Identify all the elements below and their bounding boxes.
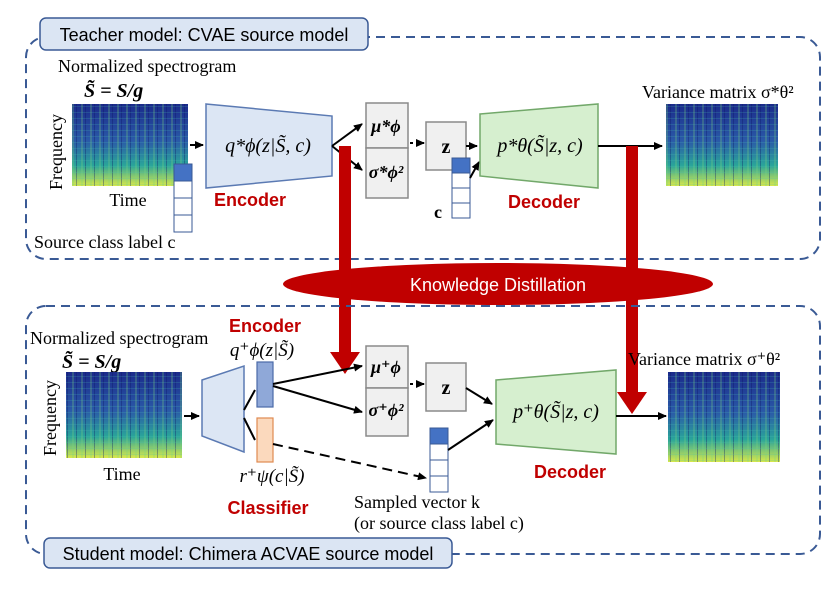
student-spectrogram — [66, 372, 182, 458]
student-encoder-formula: q⁺ϕ(z|S̃) — [230, 340, 294, 361]
distillation-shaft-left — [339, 146, 351, 354]
teacher-c: c — [434, 202, 442, 222]
student-encoder-branch-arrow — [243, 389, 256, 411]
student-classifier-output — [256, 417, 274, 463]
student-sampled-label: Sampled vector k — [354, 492, 480, 512]
teacher-output-label: Variance matrix σ*θ² — [642, 82, 794, 102]
distillation-arrowhead-right — [617, 392, 647, 414]
teacher-sigma-box — [365, 147, 409, 199]
teacher-onehot-vector — [173, 163, 193, 233]
teacher-class-label: Source class label c — [34, 232, 175, 252]
teacher-decoder-onehot — [451, 157, 471, 219]
student-classifier-label: Classifier — [227, 498, 308, 518]
student-sigma-arrow — [272, 385, 363, 414]
teacher-decoder-block — [479, 103, 599, 189]
student-encoder-latent — [256, 361, 274, 408]
student-axis-time: Time — [103, 464, 140, 484]
teacher-input-eq: S̃ = S/g — [84, 79, 143, 102]
distillation-ellipse — [283, 263, 713, 305]
student-output-label: Variance matrix σ⁺θ² — [628, 349, 780, 369]
student-axis-frequency: Frequency — [40, 380, 60, 456]
student-sigma: σ⁺ϕ² — [368, 400, 404, 420]
student-sigma-box — [365, 387, 409, 437]
student-encoder-label: Encoder — [229, 316, 301, 336]
student-classifier-formula: r⁺ψ(c|S̃) — [239, 466, 304, 487]
student-decoder-label: Decoder — [534, 462, 606, 482]
student-k-to-decoder-arrow — [447, 419, 494, 451]
student-mu-arrow — [272, 363, 363, 385]
student-sampled-vector — [429, 427, 449, 493]
student-z-box — [425, 362, 467, 412]
student-classifier-branch-arrow — [243, 417, 256, 441]
teacher-title-box — [39, 17, 369, 51]
teacher-spectrogram — [72, 104, 188, 186]
teacher-sigma: σ*ϕ² — [369, 162, 404, 182]
teacher-title: Teacher model: CVAE source model — [60, 25, 349, 45]
teacher-mu: μ*ϕ — [370, 116, 400, 136]
teacher-encoder-formula: q*ϕ(z|S̃, c) — [225, 134, 311, 157]
student-title: Student model: Chimera ACVAE source mode… — [63, 544, 434, 564]
student-encoder-block — [201, 364, 245, 454]
teacher-encoder-block — [205, 103, 333, 189]
teacher-mu-box — [365, 102, 409, 149]
student-input-label: Normalized spectrogram — [30, 328, 208, 348]
student-input-eq: S̃ = S/g — [62, 350, 121, 373]
teacher-z: z — [442, 136, 451, 158]
teacher-axis-frequency: Frequency — [46, 114, 66, 190]
student-z: z — [442, 377, 451, 399]
teacher-encoder-label: Encoder — [214, 190, 286, 210]
student-sampling-dashed-arrow — [272, 443, 427, 481]
student-mu: μ⁺ϕ — [370, 357, 401, 377]
teacher-input-label: Normalized spectrogram — [58, 56, 236, 76]
student-sampled-sub: (or source class label c) — [354, 513, 524, 534]
student-output-spectrogram — [668, 372, 780, 462]
teacher-region — [25, 36, 821, 260]
student-decoder-block — [495, 369, 617, 455]
teacher-decoder-label: Decoder — [508, 192, 580, 212]
student-title-box — [43, 537, 453, 569]
distillation-arrowhead-left — [330, 352, 360, 374]
teacher-mu-arrow — [331, 123, 363, 147]
teacher-c-to-decoder-arrow — [469, 161, 480, 179]
teacher-output-spectrogram — [666, 104, 778, 186]
student-decoder-formula: p⁺θ(S̃|z, c) — [511, 400, 599, 423]
teacher-decoder-formula: p*θ(S̃|z, c) — [495, 134, 583, 157]
student-z-to-decoder-arrow — [465, 387, 493, 405]
distillation-label: Knowledge Distillation — [410, 275, 586, 295]
teacher-axis-time: Time — [109, 190, 146, 210]
